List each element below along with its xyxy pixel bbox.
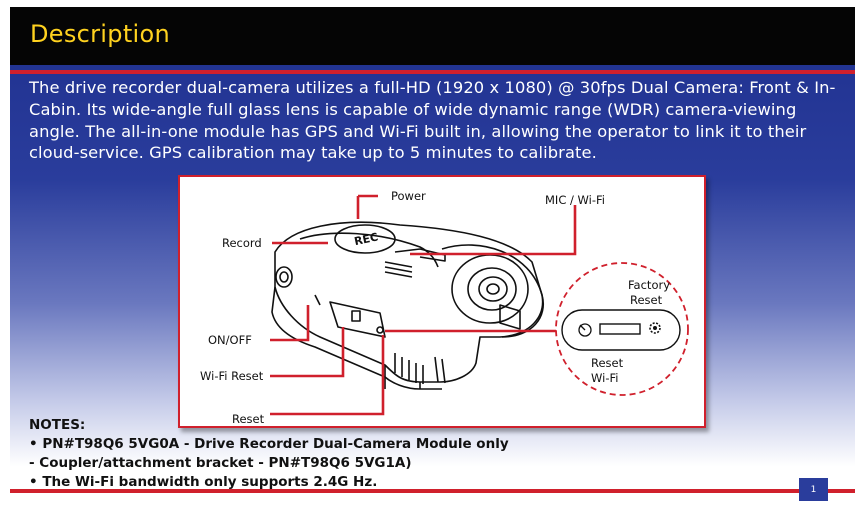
- reset-wifi-label-1: Reset: [591, 356, 624, 370]
- factory-reset-label-2: Reset: [630, 293, 663, 307]
- slide: Description The drive recorder dual-came…: [10, 7, 855, 501]
- power-label: Power: [391, 189, 426, 203]
- rec-button-label: REC: [353, 230, 379, 248]
- record-label: Record: [222, 236, 262, 250]
- reset-wifi-label-2: Wi-Fi: [591, 371, 619, 385]
- slide-title: Description: [30, 20, 170, 48]
- gear-icon: [649, 322, 661, 334]
- card-slot: [599, 323, 641, 335]
- title-divider: [10, 70, 855, 74]
- notes-heading: NOTES:: [29, 417, 86, 433]
- wifi-reset-label: Wi-Fi Reset: [200, 369, 264, 383]
- title-bar: Description: [10, 7, 855, 65]
- description-text: The drive recorder dual-camera utilizes …: [29, 78, 836, 163]
- page-number: 1: [799, 478, 828, 501]
- wifi-reset-icon: [578, 323, 592, 337]
- device-illustration: REC: [270, 194, 689, 416]
- device-figure: REC Power MIC / Wi-Fi Record: [178, 175, 706, 428]
- on-off-label: ON/OFF: [208, 333, 252, 347]
- factory-reset-label-1: Factory: [628, 278, 671, 292]
- notes-line: • PN#T98Q6 5VG0A - Drive Recorder Dual-C…: [29, 436, 509, 452]
- notes-line: • The Wi-Fi bandwidth only supports 2.4G…: [29, 474, 378, 490]
- mic-wifi-label: MIC / Wi-Fi: [545, 193, 605, 207]
- notes-section: NOTES: • PN#T98Q6 5VG0A - Drive Recorder…: [29, 416, 509, 492]
- footer-divider: [10, 489, 855, 493]
- reset-label: Reset: [232, 412, 265, 426]
- notes-line: - Coupler/attachment bracket - PN#T98Q6 …: [29, 455, 412, 471]
